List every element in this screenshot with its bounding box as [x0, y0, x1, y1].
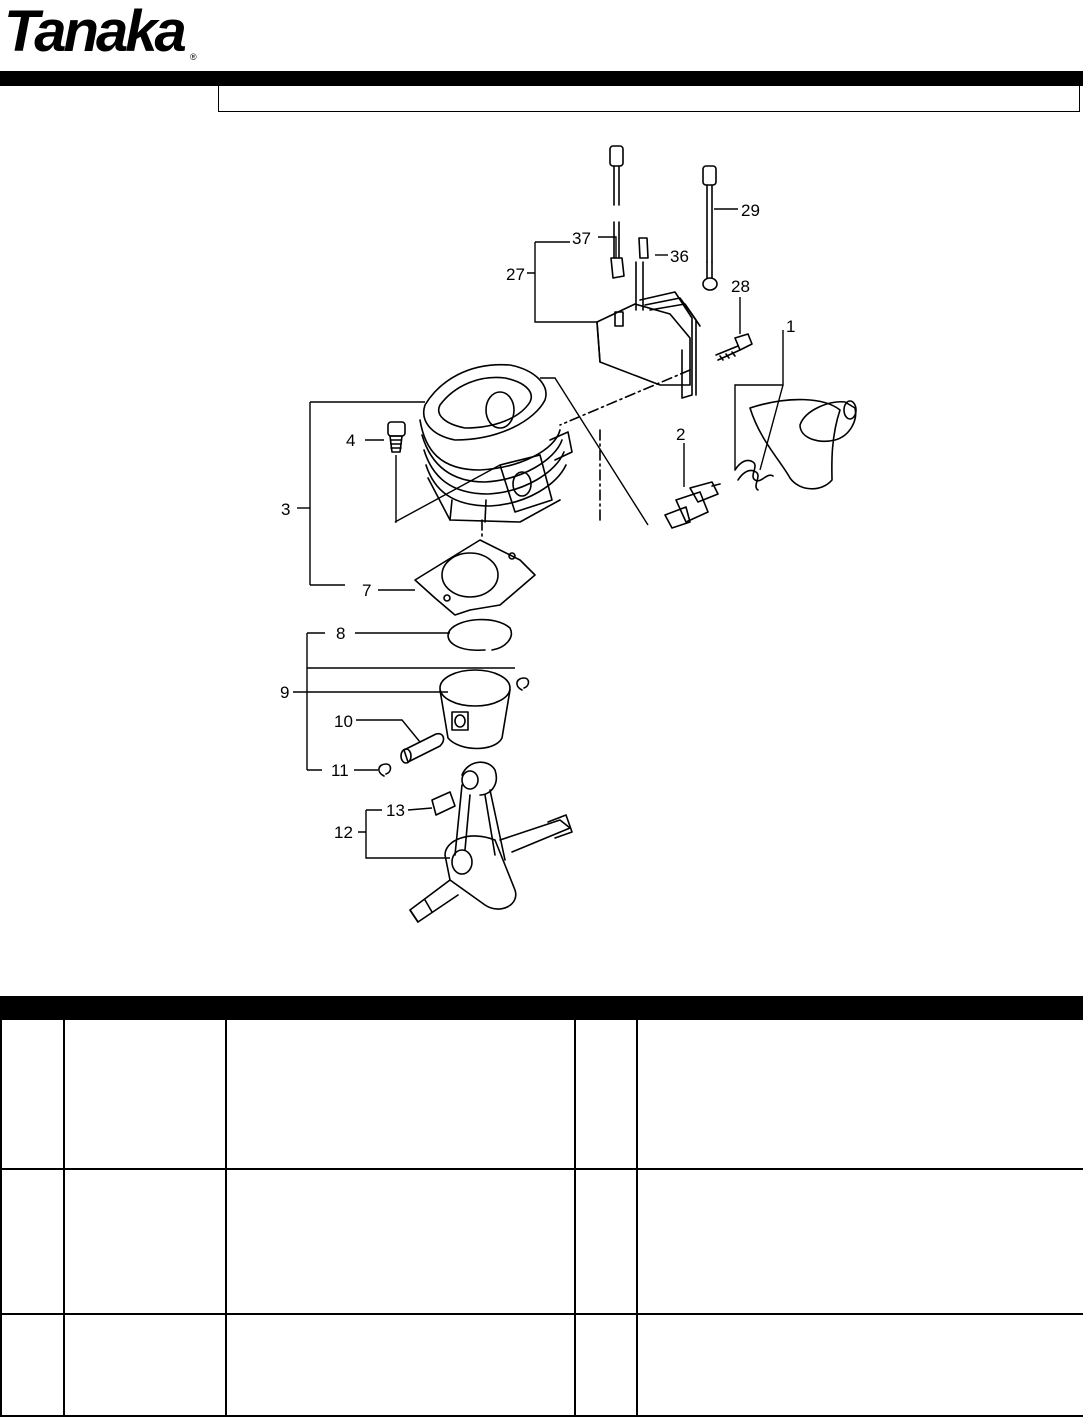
crankshaft-12-part — [409, 761, 573, 923]
callout-12: 12 — [334, 823, 353, 842]
parts-table — [0, 1018, 1083, 1417]
ground-wire-29-part — [702, 165, 718, 291]
table-cell — [63, 1018, 227, 1170]
ignition-coil-27-part — [596, 261, 701, 399]
gasket-7-part — [414, 539, 536, 616]
lead-wire-37-part — [609, 145, 625, 279]
callout-36: 36 — [670, 247, 689, 266]
callout-37: 37 — [572, 229, 591, 248]
table-cell — [225, 1168, 576, 1315]
spark-plug-cap-1-part — [734, 398, 857, 491]
table-cell — [225, 1018, 576, 1170]
table-cell — [636, 1018, 1083, 1170]
callout-27: 27 — [506, 265, 525, 284]
table-cell — [0, 1168, 65, 1315]
table-cell — [225, 1313, 576, 1417]
exploded-parts-diagram: 1 2 3 4 7 8 9 10 11 12 13 27 28 29 36 37 — [280, 145, 857, 923]
header-bar — [0, 71, 1083, 86]
callout-7: 7 — [362, 581, 371, 600]
callout-29: 29 — [741, 201, 760, 220]
callout-4: 4 — [346, 431, 355, 450]
cylinder-3-part — [419, 363, 573, 523]
callout-10: 10 — [334, 712, 353, 731]
table-cell — [0, 1313, 65, 1417]
callout-11: 11 — [331, 761, 349, 780]
circlip-11-part — [378, 763, 392, 777]
callout-1: 1 — [786, 317, 795, 336]
table-row — [0, 1018, 1083, 1170]
callout-2: 2 — [676, 425, 685, 444]
spark-plug-2-part — [664, 481, 721, 529]
callout-3: 3 — [281, 500, 290, 519]
tanaka-logo: Tanaka ® — [2, 0, 202, 72]
bolt-28-part — [715, 333, 753, 361]
parts-table-header — [0, 996, 1083, 1018]
table-cell — [636, 1168, 1083, 1315]
callout-8: 8 — [336, 624, 345, 643]
table-cell — [574, 1018, 638, 1170]
needle-bearing-13-part — [431, 791, 456, 816]
table-cell — [63, 1313, 227, 1417]
piston-9-part — [439, 669, 511, 750]
callout-28: 28 — [731, 277, 750, 296]
piston-ring-8-part — [447, 618, 512, 651]
registered-mark: ® — [190, 52, 197, 62]
table-cell — [0, 1018, 65, 1170]
terminal-36-part — [638, 237, 649, 259]
piston-pin-10-part — [400, 732, 445, 764]
table-row — [0, 1168, 1083, 1315]
table-cell — [574, 1313, 638, 1417]
table-cell — [63, 1168, 227, 1315]
table-cell — [574, 1168, 638, 1315]
screw-4-part — [387, 421, 406, 453]
circlip-upper-part — [516, 677, 530, 691]
section-title-box — [218, 86, 1080, 112]
callout-9: 9 — [280, 683, 289, 702]
table-cell — [636, 1313, 1083, 1417]
logo-wordmark: Tanaka — [4, 0, 187, 64]
callout-13: 13 — [386, 801, 405, 820]
table-row — [0, 1313, 1083, 1417]
